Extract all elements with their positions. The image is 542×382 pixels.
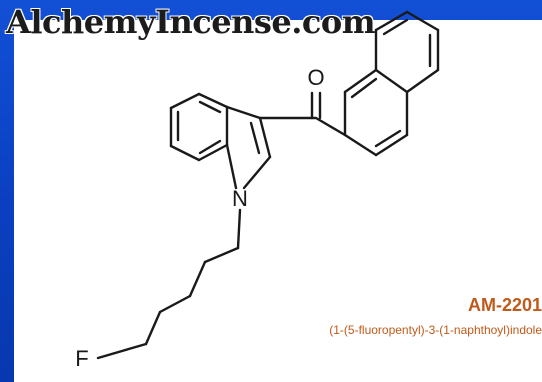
nitrogen-atom-label: N — [232, 186, 248, 211]
bond — [203, 246, 240, 264]
structure-panel — [14, 20, 542, 382]
bond — [374, 10, 409, 32]
bond — [236, 208, 242, 250]
bonds — [96, 10, 440, 360]
bond — [350, 77, 378, 99]
bond — [169, 144, 201, 162]
bond — [405, 68, 440, 94]
bond — [225, 143, 238, 190]
bond — [374, 68, 409, 94]
fluorine-atom-label: F — [75, 346, 88, 371]
bond — [188, 260, 207, 298]
bond — [249, 121, 261, 155]
bond — [242, 155, 272, 190]
bond — [169, 92, 201, 110]
bond — [158, 294, 192, 314]
bond — [198, 139, 222, 155]
site-title: AlchemyIncense.com — [6, 3, 376, 41]
bond — [96, 342, 148, 360]
oxygen-atom-label: O — [307, 65, 324, 90]
iupac-name: (1-(5-fluoropentyl)-3-(1-naphthoyl)indol… — [329, 323, 542, 337]
bond — [343, 133, 378, 157]
bond — [374, 129, 402, 148]
bond — [258, 116, 272, 159]
bond — [197, 92, 229, 109]
bond — [382, 18, 409, 36]
bond — [225, 105, 262, 120]
bond — [314, 116, 347, 137]
bond — [405, 10, 440, 32]
compound-name: AM-2201 — [467, 295, 542, 315]
bond — [198, 100, 222, 114]
bond — [144, 310, 162, 346]
bond — [374, 133, 409, 157]
bond — [343, 68, 378, 94]
bond — [197, 143, 229, 162]
